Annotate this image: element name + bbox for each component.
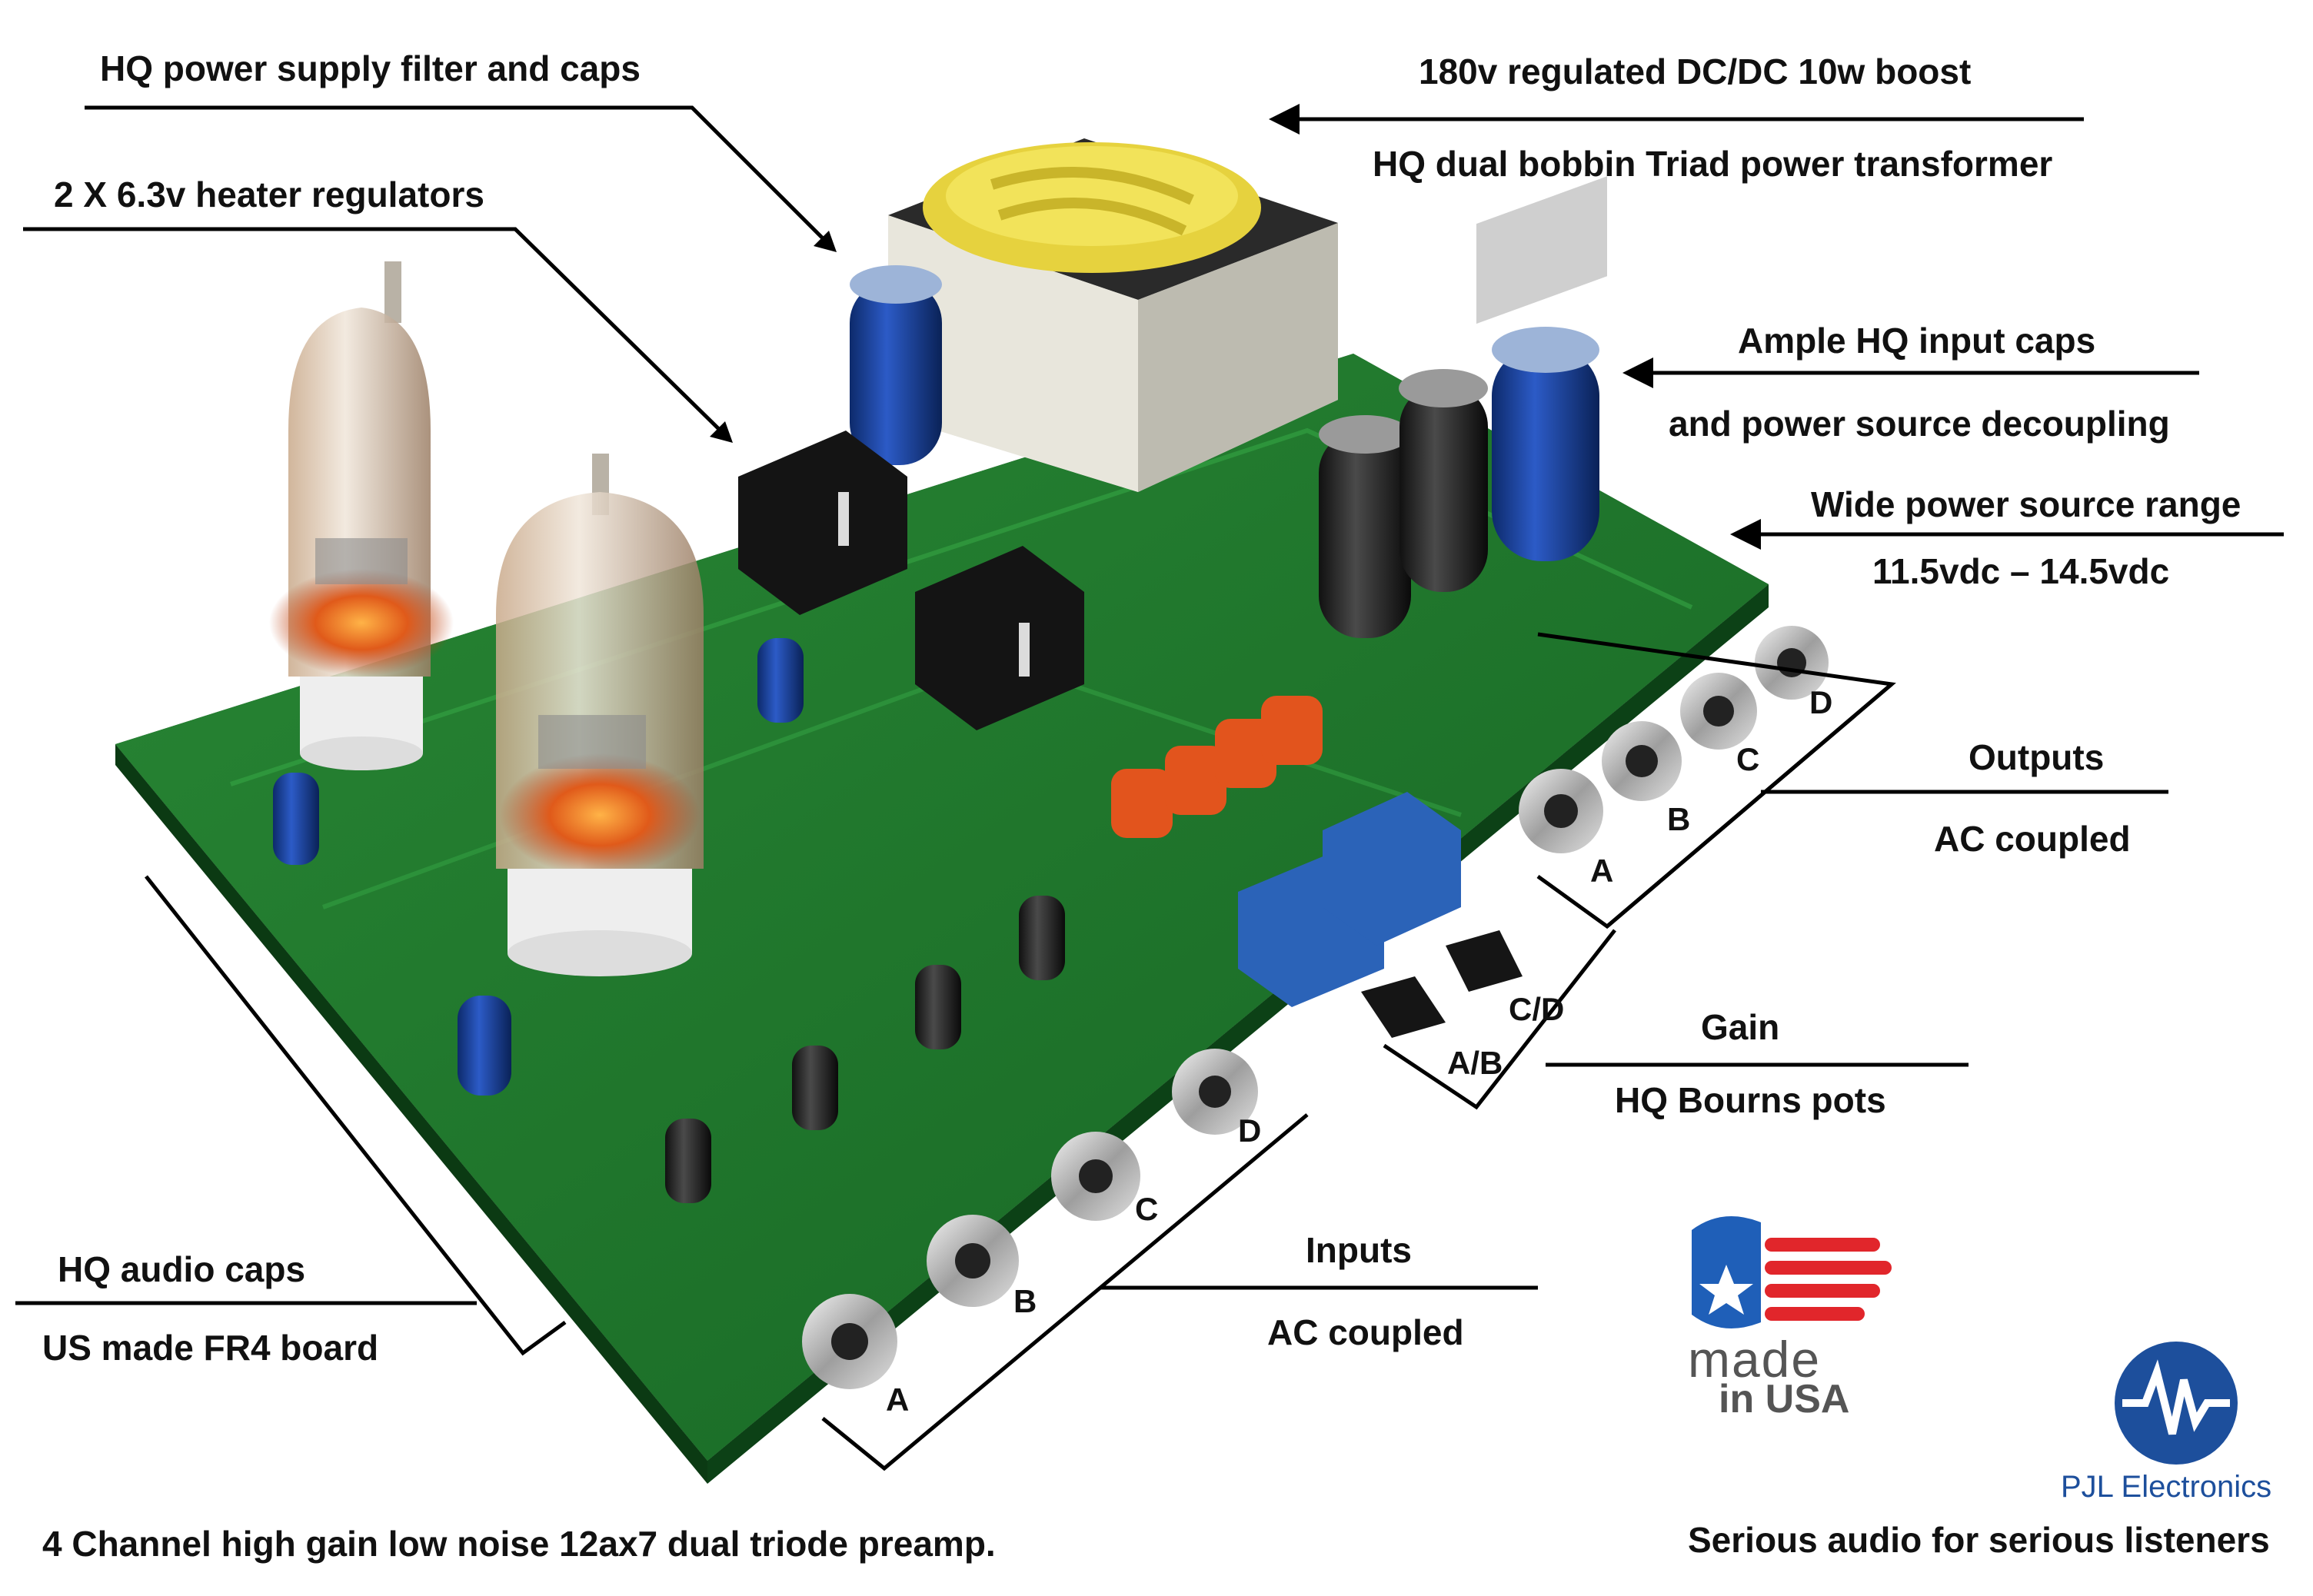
input-label-a: A	[886, 1382, 910, 1418]
callout-boost-converter: 180v regulated DC/DC 10w boost	[1419, 52, 1972, 91]
callout-power-supply-filter: HQ power supply filter and caps	[100, 48, 641, 88]
callout-lines	[15, 105, 2284, 1471]
waveform-icon	[2115, 1342, 2238, 1465]
output-label-a: A	[1590, 853, 1614, 889]
callout-input-caps-line1: Ample HQ input caps	[1738, 321, 2096, 361]
output-label-b: B	[1667, 801, 1691, 837]
callout-gain-line1: Gain	[1701, 1007, 1780, 1047]
input-label-c: C	[1135, 1191, 1159, 1227]
callout-outputs-line1: Outputs	[1969, 737, 2105, 777]
in-usa-text: in USA	[1719, 1377, 1850, 1421]
gain-potentiometers	[1238, 792, 1523, 1038]
brand-slogan: Serious audio for serious listeners	[1688, 1520, 2270, 1560]
made-in-text: made	[1688, 1331, 1822, 1388]
callout-gain-line2: HQ Bourns pots	[1615, 1080, 1886, 1120]
callout-audio-caps-line2: US made FR4 board	[42, 1328, 379, 1368]
output-label-d: D	[1809, 684, 1833, 720]
callout-input-caps-line2: and power source decoupling	[1669, 404, 2170, 444]
callout-power-range-line2: 11.5vdc – 14.5vdc	[1872, 551, 2170, 591]
usa-flag-icon	[1692, 1216, 1892, 1328]
output-rca-jacks	[1476, 176, 1829, 853]
made-in-usa-logo: made in USA	[1676, 1207, 1915, 1422]
gain-label-ab: A/B	[1447, 1045, 1503, 1081]
input-rca-jacks	[802, 1049, 1258, 1389]
callout-audio-caps-line1: HQ audio caps	[58, 1249, 306, 1289]
callout-arrowheads	[710, 104, 1761, 550]
film-capacitors	[1111, 696, 1323, 838]
vacuum-tube-right	[496, 454, 704, 976]
callout-power-range-line1: Wide power source range	[1811, 484, 2241, 524]
heater-regulator-heatsinks	[738, 431, 1084, 730]
callout-heater-regulators: 2 X 6.3v heater regulators	[54, 175, 484, 214]
signal-capacitors	[273, 638, 1065, 1203]
product-description: 4 Channel high gain low noise 12ax7 dual…	[42, 1524, 996, 1564]
pjl-brand-text: PJL Electronics	[2061, 1470, 2272, 1504]
vacuum-tube-left	[269, 261, 454, 770]
callout-inputs-line2: AC coupled	[1267, 1312, 1464, 1352]
gain-label-cd: C/D	[1509, 991, 1565, 1027]
pjl-electronics-logo: PJL Electronics	[2061, 1338, 2291, 1507]
output-label-c: C	[1736, 741, 1760, 777]
callout-outputs-line2: AC coupled	[1934, 819, 2131, 859]
filter-capacitors	[850, 265, 1599, 638]
input-label-b: B	[1013, 1283, 1037, 1319]
input-label-d: D	[1238, 1112, 1262, 1149]
callout-inputs-line1: Inputs	[1306, 1230, 1412, 1270]
power-transformer	[888, 138, 1338, 492]
callout-transformer: HQ dual bobbin Triad power transformer	[1373, 144, 2053, 184]
